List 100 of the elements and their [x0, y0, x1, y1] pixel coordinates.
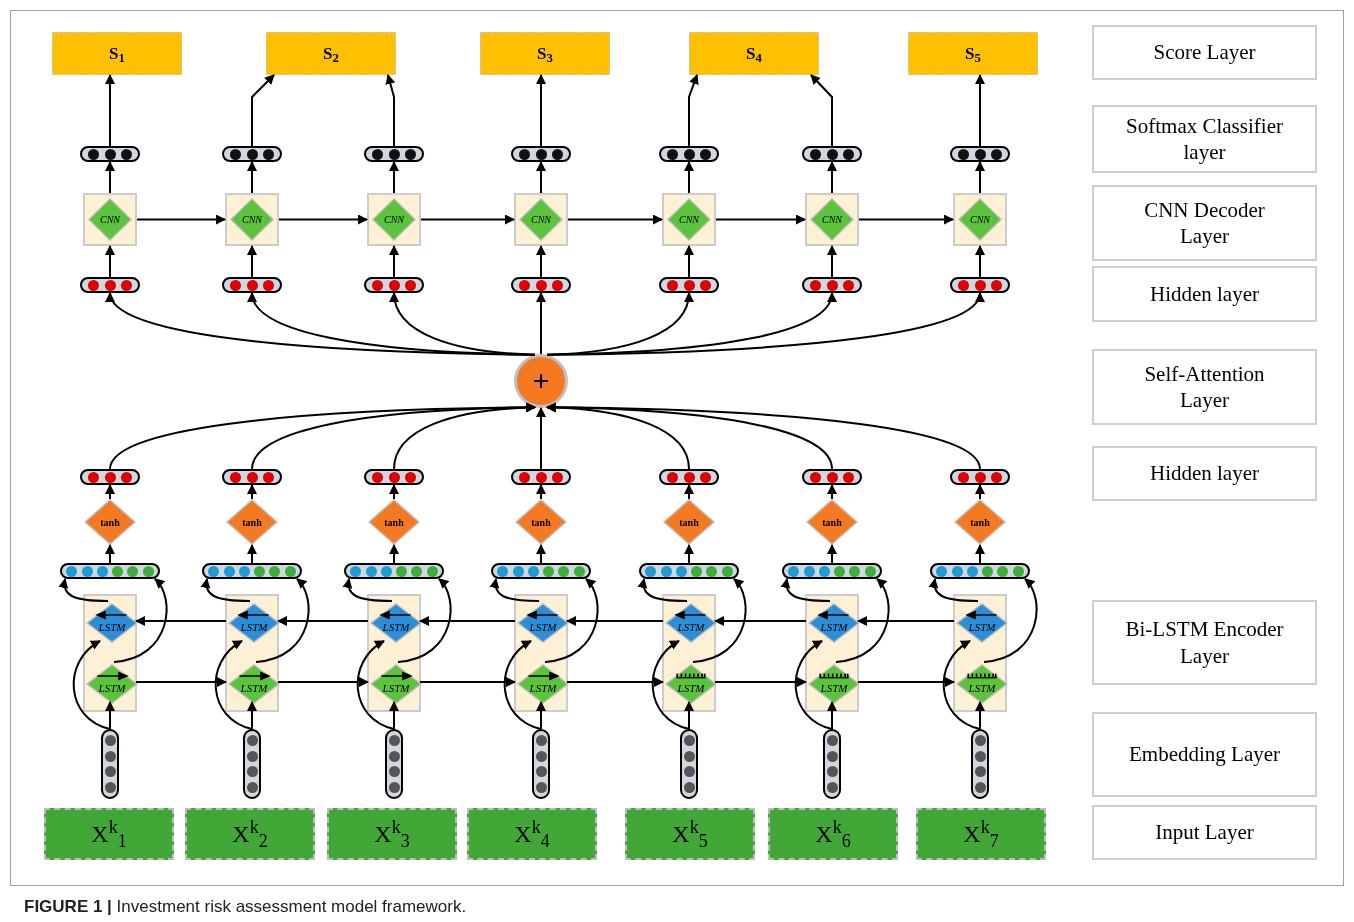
lstm-cell-box — [225, 594, 279, 712]
vector-bar — [60, 563, 160, 579]
arrow — [928, 578, 979, 602]
input-box — [44, 808, 174, 860]
arrow — [566, 677, 664, 687]
arrow — [389, 161, 399, 194]
arrow — [247, 544, 257, 564]
arrow — [536, 701, 546, 730]
input-box — [467, 808, 597, 860]
arrow — [251, 74, 275, 147]
arrow — [135, 616, 227, 626]
arrow — [688, 74, 699, 147]
layer-label: Score Layer — [1153, 39, 1256, 66]
arrow — [105, 701, 115, 730]
embedding-vector — [680, 729, 698, 799]
arrow — [200, 578, 251, 602]
arrow — [651, 640, 690, 730]
arrow — [72, 640, 111, 730]
vector-bar — [802, 469, 862, 485]
arrow — [827, 544, 837, 564]
vector-bar — [202, 563, 302, 579]
vector-bar — [491, 563, 591, 579]
arrow — [827, 701, 837, 730]
arrow — [857, 677, 955, 687]
lstm-label: LSTM — [820, 621, 848, 633]
arrow — [389, 701, 399, 730]
arrow — [858, 214, 954, 225]
lstm-cell-box — [514, 594, 568, 712]
arrow — [536, 161, 546, 194]
embedding-vector — [823, 729, 841, 799]
cnn-label: CNN — [679, 213, 699, 227]
cnn-cell — [514, 193, 568, 246]
vector-bar — [222, 277, 282, 293]
arrow — [567, 214, 663, 225]
arrow — [857, 616, 955, 626]
vector-bar — [802, 277, 862, 293]
lstm-diamond — [808, 664, 860, 704]
arrow — [566, 616, 664, 626]
lstm-diamond — [228, 603, 280, 643]
lstm-label: LSTM — [98, 621, 126, 633]
cnn-label: CNN — [822, 213, 842, 227]
vector-bar — [802, 146, 862, 162]
vector-bar — [364, 277, 424, 293]
lstm-label: LSTM — [677, 682, 705, 694]
arrow — [389, 245, 399, 278]
layer-label-box — [1092, 105, 1317, 173]
vector-bar — [80, 146, 140, 162]
tanh-label: tanh — [531, 515, 551, 530]
lstm-label: LSTM — [968, 682, 996, 694]
vector-bar — [511, 277, 571, 293]
arrow — [692, 578, 747, 663]
arrow — [975, 701, 985, 730]
lstm-diamond — [370, 603, 422, 643]
arrow — [397, 578, 452, 663]
arrow — [385, 74, 396, 147]
lstm-diamond — [228, 664, 280, 704]
arrow — [247, 161, 257, 194]
arrow — [536, 544, 546, 564]
embedding-vector — [532, 729, 550, 799]
lstm-cell-box — [367, 594, 421, 712]
tanh-label: tanh — [384, 515, 404, 530]
arrow — [105, 245, 115, 278]
layer-label-box — [1092, 266, 1317, 322]
vector-bar — [80, 469, 140, 485]
arrow — [105, 74, 115, 147]
vector-bar — [344, 563, 444, 579]
layer-label: Hidden layer — [1149, 460, 1259, 487]
cnn-cell — [662, 193, 716, 246]
embedding-vector — [971, 729, 989, 799]
arrow — [278, 214, 368, 225]
cnn-label: CNN — [384, 213, 404, 227]
lstm-diamond — [956, 603, 1008, 643]
tanh-diamond — [954, 499, 1006, 545]
lstm-diamond — [665, 664, 717, 704]
cnn-label: CNN — [531, 213, 551, 227]
vector-bar — [659, 277, 719, 293]
lstm-label: LSTM — [529, 682, 557, 694]
arrow — [546, 402, 981, 470]
cnn-cell — [83, 193, 137, 246]
tanh-label: tanh — [100, 515, 120, 530]
arrow — [827, 484, 837, 500]
score-box — [52, 32, 182, 75]
vector-bar — [639, 563, 739, 579]
arrow — [684, 161, 694, 194]
vector-bar — [222, 469, 282, 485]
lstm-diamond — [517, 664, 569, 704]
vector-bar — [930, 563, 1030, 579]
score-box — [689, 32, 819, 75]
arrow — [536, 407, 546, 470]
arrow — [536, 292, 546, 355]
arrow — [714, 616, 807, 626]
arrow — [546, 292, 982, 356]
score-label: S$_{3}$ — [537, 42, 553, 67]
arrow — [975, 74, 985, 147]
cnn-cell — [367, 193, 421, 246]
tanh-diamond — [806, 499, 858, 545]
arrow — [105, 544, 115, 564]
lstm-diamond — [665, 603, 717, 643]
plus-sign: + — [532, 366, 550, 396]
arrow — [503, 640, 542, 730]
